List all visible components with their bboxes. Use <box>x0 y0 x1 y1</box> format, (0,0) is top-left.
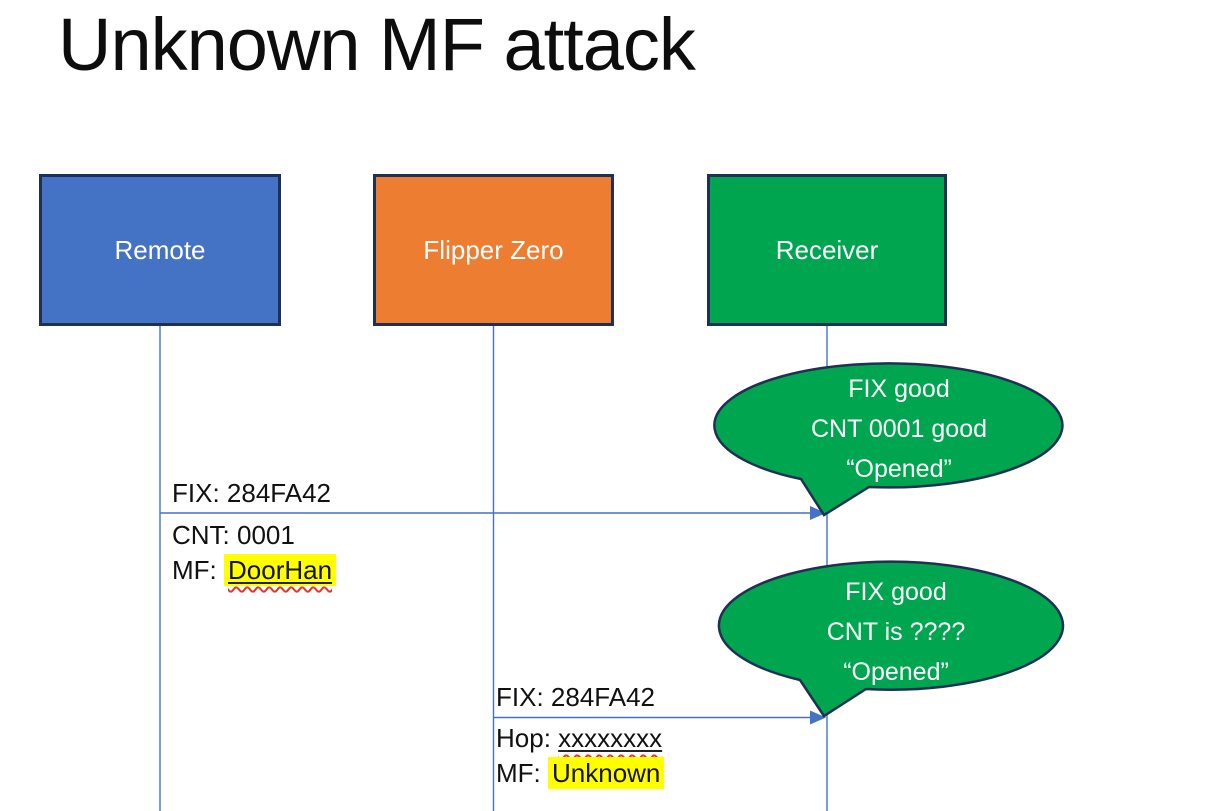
callout1-text: FIX good CNT 0001 good “Opened” <box>739 369 1059 489</box>
message2-hop-prefix: Hop: <box>496 723 559 753</box>
message1-mf-value: DoorHan <box>228 555 333 585</box>
actor-label-receiver: Receiver <box>775 234 879 265</box>
actor-label-flipper-zero: Flipper Zero <box>423 234 564 265</box>
actor-box-flipper-zero: Flipper Zero <box>373 174 614 326</box>
message1-arrowhead <box>810 506 826 520</box>
message2-mf-prefix: MF: <box>496 758 548 788</box>
message1-label-mf: MF: DoorHan <box>172 553 337 588</box>
callout2-line2: CNT is ???? <box>826 618 966 646</box>
callout2-text: FIX good CNT is ???? “Opened” <box>736 572 1056 692</box>
message2-label-hop: Hop: xxxxxxxx <box>496 721 664 756</box>
callout1-line2: CNT 0001 good <box>810 415 988 443</box>
actor-box-receiver: Receiver <box>707 174 947 326</box>
message2-label-below: Hop: xxxxxxxx MF: Unknown <box>496 721 665 791</box>
message1-label-fix: FIX: 284FA42 <box>172 478 331 508</box>
message1-label-below: CNT: 0001 MF: DoorHan <box>172 518 337 588</box>
callout1-line1: FIX good <box>848 375 950 403</box>
message1-label-cnt: CNT: 0001 <box>172 520 295 550</box>
callout2-line1: FIX good <box>845 578 947 606</box>
message1-mf-prefix: MF: <box>172 555 224 585</box>
message2-mf-value: Unknown <box>548 757 665 789</box>
message2-hop-wavy: xxxxxxxx <box>558 723 662 753</box>
actor-label-remote: Remote <box>114 234 206 265</box>
message2-label-mf: MF: Unknown <box>496 756 665 791</box>
callout2-bubble <box>717 560 1065 718</box>
callout2-line3: “Opened” <box>843 658 949 686</box>
message2-arrowhead <box>810 710 826 725</box>
message2-hop-value: xxxxxxxx <box>558 723 663 753</box>
callout1-bubble <box>713 362 1064 517</box>
message2-label-fix: FIX: 284FA42 <box>496 682 655 712</box>
slide-title: Unknown MF attack <box>58 3 696 86</box>
message1-mf-highlight: DoorHan <box>224 554 337 586</box>
callout1-line3: “Opened” <box>846 455 952 483</box>
actor-box-remote: Remote <box>39 174 281 326</box>
